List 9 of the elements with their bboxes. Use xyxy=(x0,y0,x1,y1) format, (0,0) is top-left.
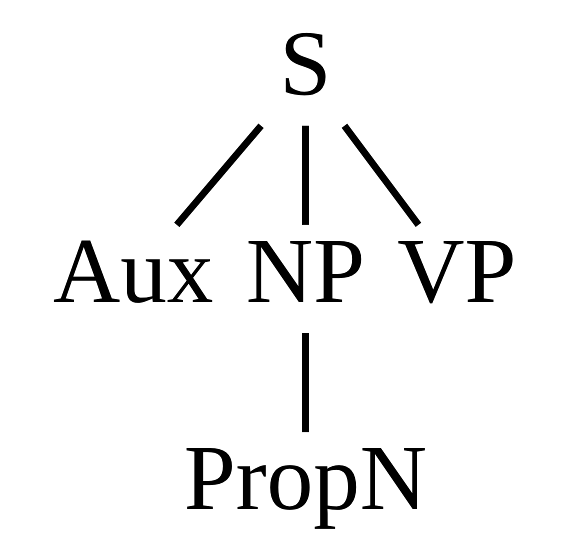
node-text: VP xyxy=(397,220,516,323)
connector xyxy=(302,126,309,225)
connector xyxy=(174,123,264,228)
node-text: S xyxy=(280,12,332,116)
connector xyxy=(302,333,309,432)
node-text: Aux xyxy=(52,220,214,323)
node-text: NP xyxy=(246,220,365,323)
connector xyxy=(342,124,422,227)
node-text: PropN xyxy=(184,427,428,530)
